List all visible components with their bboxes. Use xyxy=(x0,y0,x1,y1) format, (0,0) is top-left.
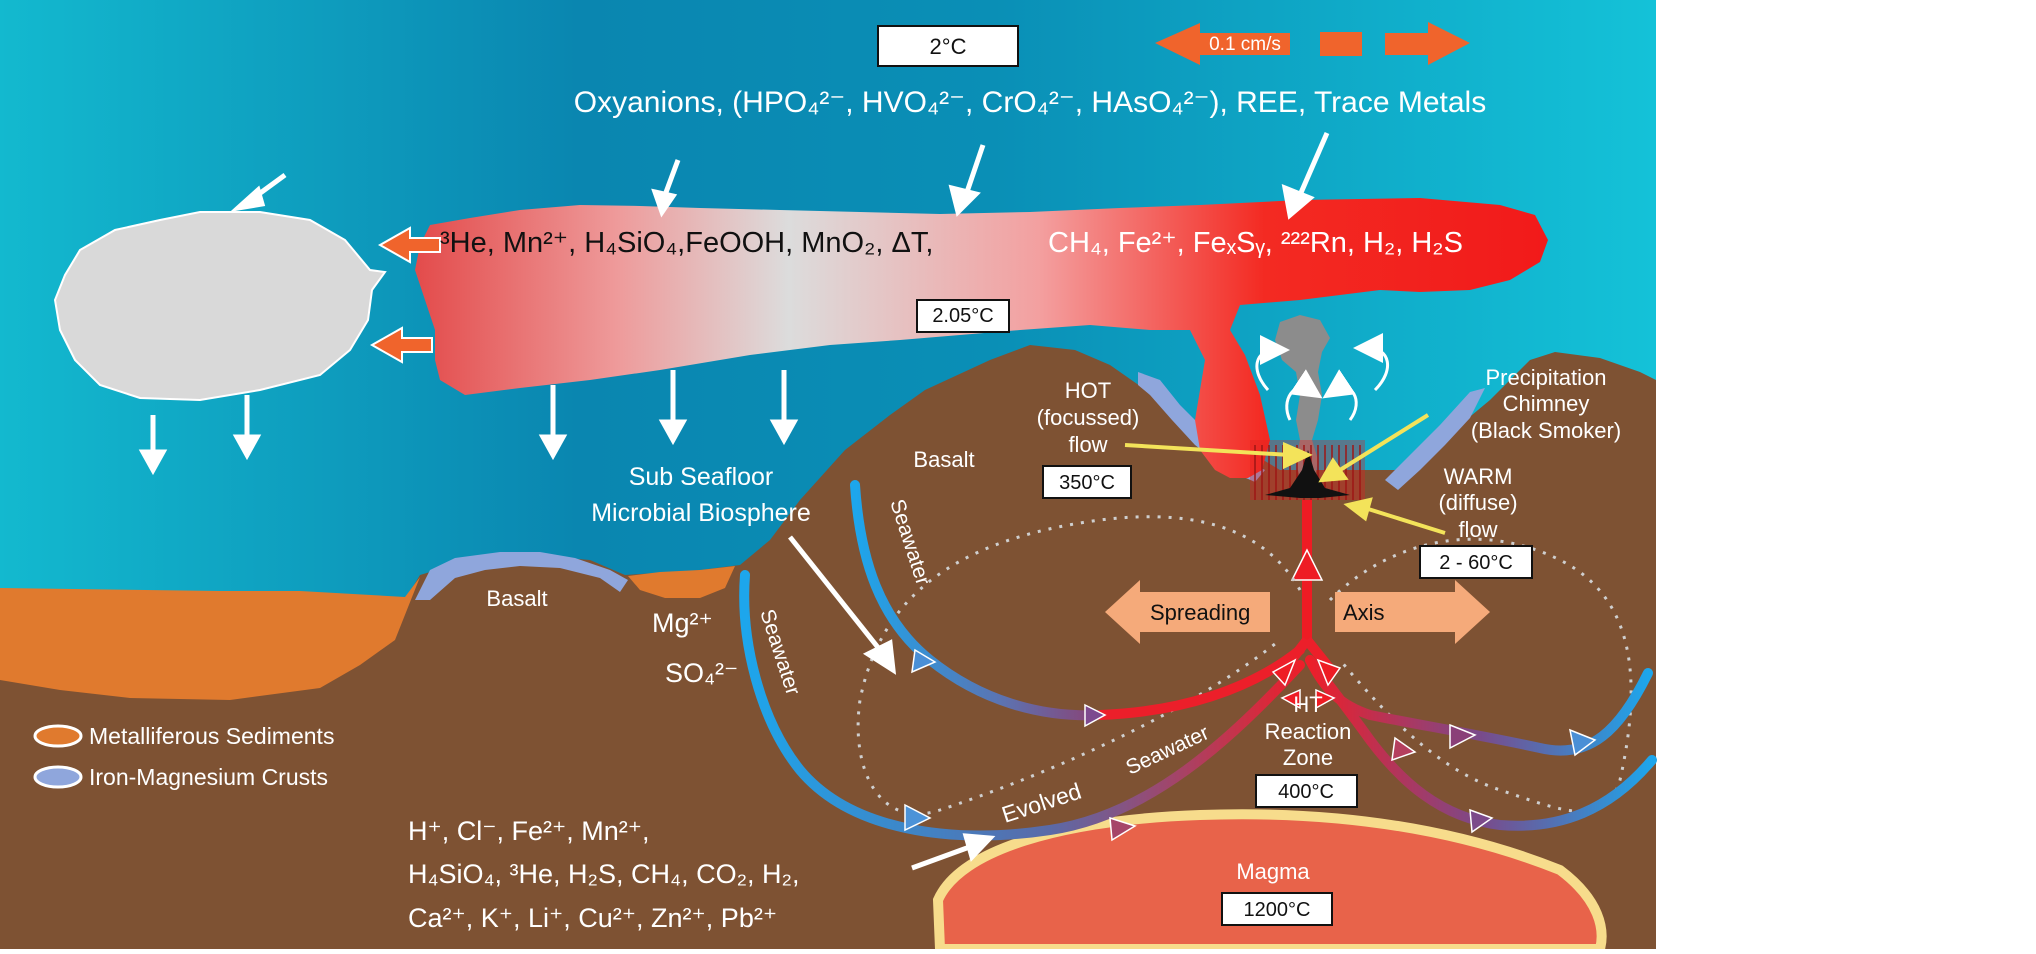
biosphere-label-1: Sub Seafloor xyxy=(629,463,774,491)
hydrothermal-plume xyxy=(415,198,1548,478)
spreading-axis-arrows xyxy=(1105,580,1490,644)
hot-label-1: HOT xyxy=(1065,378,1111,403)
yellow-arrows xyxy=(1124,413,1446,535)
plume-species-right: CH₄, Fe²⁺, FeₓSᵧ, ²²²Rn, H₂, H₂S xyxy=(1048,227,1463,259)
legend-swatch-crusts xyxy=(33,765,83,789)
seawater-flow-outer-left xyxy=(739,570,1305,841)
temp-hot: 350°C xyxy=(1059,472,1115,494)
legend-label-sediments: Metalliferous Sediments xyxy=(89,723,334,749)
convection-cell-right xyxy=(1328,537,1633,813)
seawater-flow-right-lower xyxy=(1305,655,1657,831)
magma-label: Magma xyxy=(1236,859,1310,884)
axis-label: Axis xyxy=(1343,600,1385,625)
basalt-left-label: Basalt xyxy=(486,586,547,611)
temp-boxes xyxy=(877,25,1533,926)
white-arrows xyxy=(138,132,1330,871)
legend-label-crusts: Iron-Magnesium Crusts xyxy=(89,764,328,790)
crust-left xyxy=(415,552,628,600)
seafloor xyxy=(0,345,1656,949)
oxyanions-label: Oxyanions, (HPO₄²⁻, HVO₄²⁻, CrO₄²⁻, HAsO… xyxy=(574,86,1486,119)
metalliferous-sediment-patch xyxy=(628,566,735,598)
fluid-species-3: Ca²⁺, K⁺, Li⁺, Cu²⁺, Zn²⁺, Pb²⁺ xyxy=(408,903,777,933)
crust-right-2 xyxy=(1385,388,1485,490)
convection-cell-left xyxy=(856,515,1302,816)
warm-label-3: flow xyxy=(1458,517,1497,542)
hot-flow-to-axis xyxy=(1095,645,1305,720)
velocity-label: 0.1 cm/s xyxy=(1209,34,1281,55)
precip-label-3: (Black Smoker) xyxy=(1471,418,1621,443)
flow-markers xyxy=(904,648,1597,842)
so4-label: SO₄²⁻ xyxy=(665,658,738,688)
biosphere-label-2: Microbial Biosphere xyxy=(591,499,811,527)
hot-label-2: (focussed) xyxy=(1037,405,1140,430)
basalt-right-label: Basalt xyxy=(913,447,974,472)
warm-label-1: WARM xyxy=(1444,464,1513,489)
upflow-arrow-1 xyxy=(1290,548,1324,581)
velocity-scale xyxy=(1155,22,1470,65)
precip-label-2: Chimney xyxy=(1503,391,1590,416)
turbulence-arrows xyxy=(1255,333,1390,421)
ht-label-1: HT xyxy=(1293,692,1322,717)
fluid-species-2: H₄SiO₄, ³He, H₂S, CH₄, CO₂, H₂, xyxy=(408,859,800,889)
plume-outflow-arrows xyxy=(369,226,441,364)
temp-top: 2°C xyxy=(930,34,967,59)
ht-label-2: Reaction xyxy=(1265,719,1352,744)
spreading-label: Spreading xyxy=(1150,600,1250,625)
black-smoker-chimney xyxy=(1265,450,1350,498)
temp-warm: 2 - 60°C xyxy=(1439,552,1513,574)
plume-species-left: ³He, Mn²⁺, H₄SiO₄,FeOOH, MnO₂, ΔT, xyxy=(440,227,933,259)
metalliferous-sediment xyxy=(0,577,420,700)
ht-label-3: Zone xyxy=(1283,745,1333,770)
legend-swatch-sediments xyxy=(33,724,83,748)
fluid-species-1: H⁺, Cl⁻, Fe²⁺, Mn²⁺, xyxy=(408,816,650,846)
precip-label-1: Precipitation xyxy=(1485,365,1606,390)
mg-label: Mg²⁺ xyxy=(652,608,713,638)
dispersed-plume xyxy=(53,211,387,402)
magma-chamber xyxy=(932,809,1607,954)
temp-plume: 2.05°C xyxy=(932,305,993,327)
hot-label-3: flow xyxy=(1068,432,1107,457)
temp-magma: 1200°C xyxy=(1244,899,1311,921)
warm-label-2: (diffuse) xyxy=(1438,490,1517,515)
temp-ht: 400°C xyxy=(1278,781,1334,803)
